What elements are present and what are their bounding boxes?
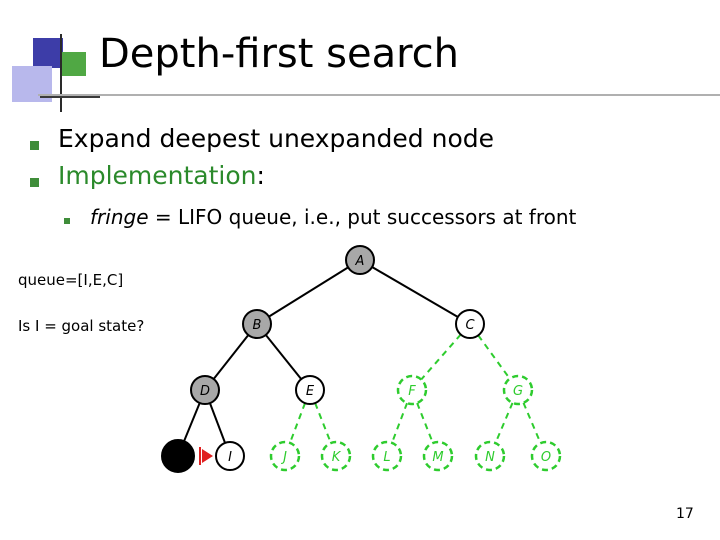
tree-edge-A-C <box>371 266 459 318</box>
tree-node-E <box>295 375 325 405</box>
tree-edge-B-D <box>212 334 250 380</box>
tree-node-F <box>396 374 428 406</box>
tree-edge-C-F <box>420 333 462 381</box>
tree-edge-G-N <box>494 402 514 444</box>
tree-node-label-E: E <box>306 384 315 399</box>
tree-node-label-J: J <box>280 450 287 465</box>
tree-node-C <box>455 309 485 339</box>
tree-node-M <box>422 440 454 472</box>
tree-node-O <box>530 440 562 472</box>
tree-node-label-A: A <box>355 254 365 269</box>
implementation-label: Implementation <box>58 161 257 190</box>
title-underline <box>38 94 720 96</box>
tree-node-label-I: I <box>228 450 232 465</box>
tree-node-K <box>320 440 352 472</box>
tree-node-I <box>215 441 245 471</box>
tree-node-label-L: L <box>383 450 390 465</box>
tree-edge-F-L <box>391 402 408 444</box>
bullet-marker <box>30 141 39 150</box>
tree-edge-A-B <box>268 266 349 318</box>
title-underline-accent <box>40 96 100 98</box>
slide-title: Depth-first search <box>99 31 460 77</box>
sub-bullet-marker <box>64 218 70 224</box>
tree-node-L <box>371 440 403 472</box>
tree-node-label-K: K <box>332 450 342 465</box>
tree-edge-B-E <box>264 334 303 380</box>
tree-node-label-O: O <box>541 450 551 465</box>
fringe-description: = LIFO queue, i.e., put successors at fr… <box>148 205 577 229</box>
tree-edge-G-O <box>522 402 542 444</box>
bullet-marker <box>30 178 39 187</box>
tree-edge-C-G <box>477 334 511 380</box>
logo-block-green <box>62 52 86 76</box>
tree-edge-E-K <box>314 402 332 444</box>
goal-question: Is I = goal state? <box>18 317 145 335</box>
tree-node-label-D: D <box>200 384 210 399</box>
bullet-implementation: Implementation: <box>58 161 265 190</box>
page-number: 17 <box>676 506 694 522</box>
tree-edge-E-J <box>289 402 306 444</box>
tree-node-label-C: C <box>465 318 475 333</box>
current-node-pointer <box>202 449 213 463</box>
tree-node-label-F: F <box>408 384 416 399</box>
bullet-expand: Expand deepest unexpanded node <box>58 124 495 153</box>
tree-node-label-M: M <box>432 450 443 465</box>
tree-node-label-N: N <box>485 450 495 465</box>
tree-edge-F-M <box>416 402 434 444</box>
tree-edge-D-I <box>209 402 226 444</box>
implementation-colon: : <box>256 161 265 190</box>
tree-node-D <box>190 375 220 405</box>
logo-block-dark <box>33 38 63 68</box>
tree-node-label-G: G <box>513 384 523 399</box>
logo-vertical-line <box>60 34 62 112</box>
tree-node-B <box>242 309 272 339</box>
tree-node-H <box>161 439 195 473</box>
tree-node-label-B: B <box>253 318 262 333</box>
fringe-term: fringe <box>90 205 149 229</box>
sub-bullet-fringe: fringe = LIFO queue, i.e., put successor… <box>90 205 576 229</box>
tree-edge-D-H <box>182 402 201 444</box>
tree-node-G <box>502 374 534 406</box>
tree-node-J <box>269 440 301 472</box>
tree-node-A <box>345 245 375 275</box>
queue-state: queue=[I,E,C] <box>18 271 124 289</box>
tree-node-N <box>474 440 506 472</box>
